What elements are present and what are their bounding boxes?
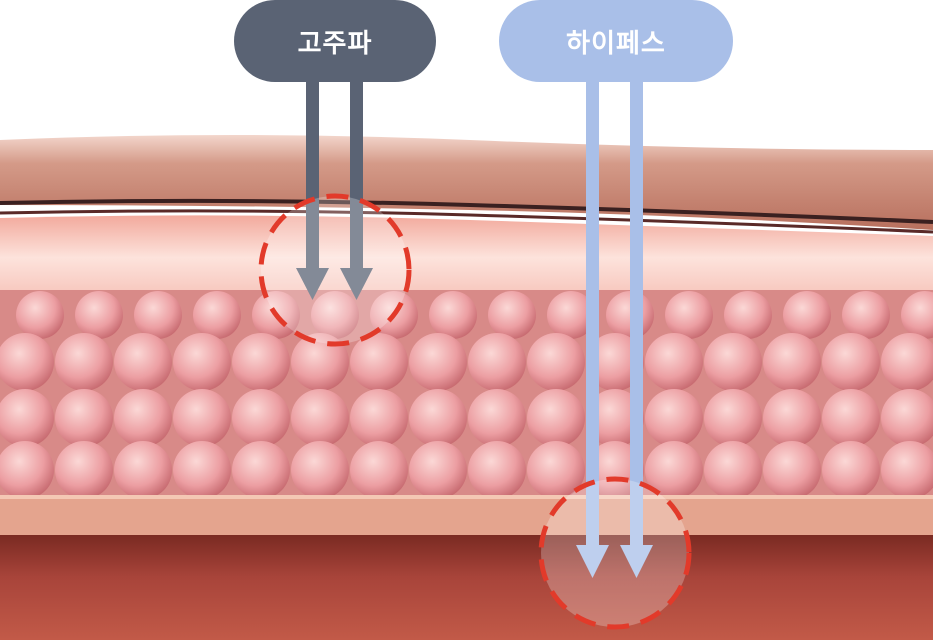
dermis-cell <box>586 333 644 391</box>
smas-layer <box>0 535 933 640</box>
dermis-cell <box>193 291 241 339</box>
dermis-cell <box>586 389 644 447</box>
dermis-cell <box>901 291 933 339</box>
dermis-cell <box>173 441 231 499</box>
dermis-cell <box>547 291 595 339</box>
dermis-cell <box>822 389 880 447</box>
dermis-cell <box>114 389 172 447</box>
dermis-cell <box>409 389 467 447</box>
method-b-text: 하이페스 <box>566 28 666 59</box>
dermis-cell <box>409 333 467 391</box>
glow-layer <box>0 215 933 300</box>
dermis-cell <box>350 333 408 391</box>
dermis-cell <box>16 291 64 339</box>
method-a-label: 고주파 <box>234 0 436 82</box>
dermis-cell <box>134 291 182 339</box>
dermis-cell <box>724 291 772 339</box>
dermis-cell <box>527 333 585 391</box>
dermis-cell <box>291 333 349 391</box>
dermis-cell <box>881 333 933 391</box>
method-a-text: 고주파 <box>297 28 373 59</box>
dermis-cell <box>763 441 821 499</box>
dermis-cell <box>173 389 231 447</box>
subdermal-band-edge <box>0 495 933 499</box>
dermis-cell <box>0 441 54 499</box>
target-circle-smas <box>538 476 692 630</box>
dermis-cell <box>645 441 703 499</box>
dermis-cell <box>763 333 821 391</box>
dermis-cell <box>0 333 54 391</box>
dermis-cell <box>527 389 585 447</box>
dermis-cell <box>645 389 703 447</box>
dermis-cell <box>527 441 585 499</box>
dermis-cell <box>468 441 526 499</box>
target-circle-epidermis <box>258 193 412 347</box>
dermis-cell <box>350 441 408 499</box>
basal-line <box>0 198 933 224</box>
dermis-cell <box>704 441 762 499</box>
dermis-cell <box>429 291 477 339</box>
dermis-cell <box>881 441 933 499</box>
dermis-cell <box>55 389 113 447</box>
dermis-cell <box>350 389 408 447</box>
dermis-cell <box>881 389 933 447</box>
dermis-cell <box>704 333 762 391</box>
subdermal-band <box>0 495 933 535</box>
dermis-cell <box>822 441 880 499</box>
dermis-cell <box>55 441 113 499</box>
epidermis-layer <box>0 135 933 230</box>
dermis-cell <box>586 441 644 499</box>
basal-line <box>0 209 933 234</box>
method-b-arrows <box>576 82 653 578</box>
dermis-cell <box>783 291 831 339</box>
dermis-cell <box>842 291 890 339</box>
dermis-cell <box>75 291 123 339</box>
dermis-cell <box>468 389 526 447</box>
dermis-cell <box>232 333 290 391</box>
dermis-cell <box>468 333 526 391</box>
dermis-cell <box>822 333 880 391</box>
dermis-cell <box>0 389 54 447</box>
dermis-cell <box>114 441 172 499</box>
dermis-cell <box>291 389 349 447</box>
dermis-cell <box>409 441 467 499</box>
dermis-cell <box>232 441 290 499</box>
dermis-cell <box>173 333 231 391</box>
dermis-cell <box>311 291 359 339</box>
dermis-cell <box>232 389 290 447</box>
dermis-cell <box>665 291 713 339</box>
method-b-label: 하이페스 <box>499 0 733 82</box>
dermis-cell <box>291 441 349 499</box>
dermis-cell <box>114 333 172 391</box>
dermis-cell <box>55 333 113 391</box>
dermis-cell <box>763 389 821 447</box>
method-a-arrows <box>296 82 373 300</box>
dermis-cell <box>488 291 536 339</box>
dermis-cell <box>645 333 703 391</box>
dermis-cell <box>704 389 762 447</box>
